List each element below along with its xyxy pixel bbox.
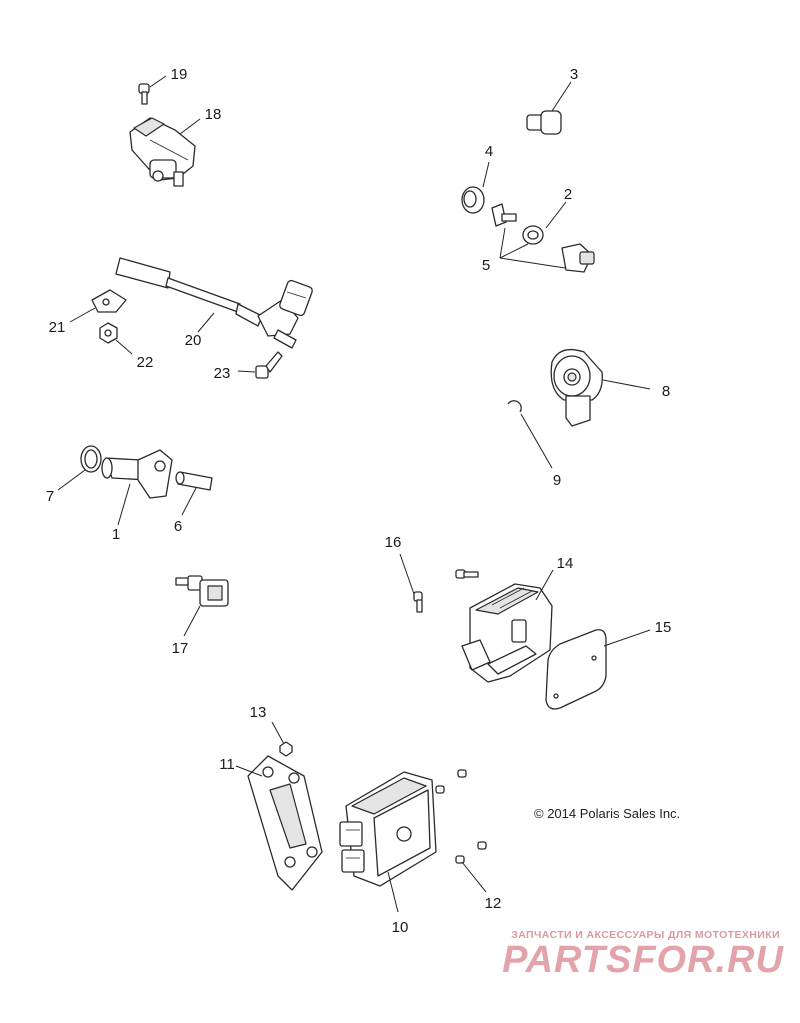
part-10-ecu bbox=[339, 771, 437, 913]
part-20-speed-sensor bbox=[115, 257, 313, 349]
part-6-pin bbox=[175, 471, 213, 516]
callout-2: 2 bbox=[564, 186, 572, 203]
part-16-bolts bbox=[399, 553, 479, 613]
part-1-cam-sensor bbox=[101, 449, 173, 526]
callout-19: 19 bbox=[171, 66, 188, 83]
callout-10: 10 bbox=[392, 919, 409, 936]
callout-6: 6 bbox=[174, 518, 182, 535]
callout-11: 11 bbox=[219, 756, 235, 773]
callout-12: 12 bbox=[485, 895, 502, 912]
watermark-tagline: ЗАПЧАСТИ И АКСЕССУАРЫ ДЛЯ МОТОТЕХНИКИ bbox=[511, 929, 780, 941]
part-11-bracket bbox=[235, 755, 323, 891]
copyright-notice: © 2014 Polaris Sales Inc. bbox=[534, 806, 681, 821]
part-5-sensor-set bbox=[491, 201, 595, 273]
callout-4: 4 bbox=[485, 143, 493, 160]
part-23-bolt bbox=[237, 351, 283, 379]
callout-labels: 1 2 3 4 5 6 7 8 9 10 11 12 13 14 15 16 1… bbox=[46, 66, 672, 936]
callout-22: 22 bbox=[137, 354, 154, 371]
part-13-nut bbox=[271, 721, 293, 757]
callout-7: 7 bbox=[46, 488, 54, 505]
callout-13: 13 bbox=[250, 704, 267, 721]
part-15-gasket bbox=[545, 629, 651, 710]
callout-20: 20 bbox=[185, 332, 202, 349]
part-21-clip bbox=[69, 289, 127, 323]
part-18-map-sensor bbox=[129, 117, 201, 187]
callout-9: 9 bbox=[553, 472, 561, 489]
part-8-knock-sensor bbox=[550, 348, 651, 427]
callout-8: 8 bbox=[662, 383, 670, 400]
part-4-cap bbox=[461, 161, 490, 214]
part-12-screws bbox=[435, 769, 487, 893]
part-7-o-ring bbox=[57, 445, 102, 491]
watermark-logo: PARTSFOR.RU bbox=[502, 939, 784, 981]
callout-16: 16 bbox=[385, 534, 402, 551]
callout-15: 15 bbox=[655, 619, 672, 636]
callout-1: 1 bbox=[112, 526, 120, 543]
part-17-temp-sensor bbox=[175, 575, 229, 637]
callout-3: 3 bbox=[570, 66, 578, 83]
callout-14: 14 bbox=[557, 555, 574, 572]
callout-21: 21 bbox=[49, 319, 66, 336]
callout-5: 5 bbox=[482, 257, 490, 274]
callout-17: 17 bbox=[172, 640, 189, 657]
callout-18: 18 bbox=[205, 106, 222, 123]
callout-23: 23 bbox=[214, 365, 231, 382]
part-14-ecu-cover bbox=[461, 569, 554, 683]
part-3-plug bbox=[526, 81, 572, 135]
part-22-nut bbox=[99, 322, 133, 355]
part-19-bolt bbox=[138, 75, 167, 105]
part-9-clip bbox=[507, 400, 553, 469]
